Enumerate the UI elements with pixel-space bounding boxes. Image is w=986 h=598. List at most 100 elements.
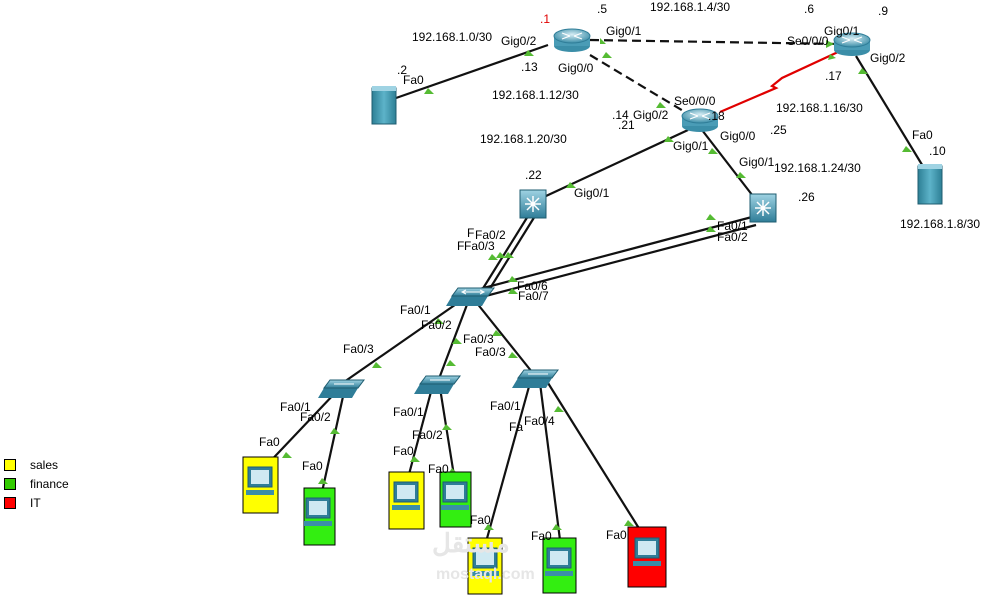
legend-label-sales: sales (30, 457, 59, 472)
legend-label-finance: finance (30, 476, 69, 491)
legend-swatch-it (4, 496, 16, 509)
link-ms1-core-a (481, 215, 529, 291)
router-r1[interactable] (553, 28, 591, 52)
label-r3-dot17: .17 (825, 69, 842, 83)
label-ms1-fa02: Fa0/2 (475, 228, 506, 242)
label-sw2-fa02: Fa0/2 (412, 428, 443, 442)
label-r1-gig02: Gig0/2 (501, 34, 537, 48)
label-net-1-24: 192.168.1.24/30 (774, 161, 861, 175)
label-cs-fa02: Fa0/2 (421, 318, 452, 332)
legend: sales finance IT (4, 455, 69, 512)
label-r3-dot9: .9 (878, 4, 888, 18)
link-core-sw2 (438, 301, 470, 377)
label-sw2-fa01: Fa0/1 (393, 405, 424, 419)
label-server2-fa0: Fa0 (912, 128, 933, 142)
legend-item-sales: sales (4, 455, 69, 474)
access-switch-3[interactable] (512, 369, 559, 388)
label-server1-dot: .2 (397, 63, 407, 77)
link-ms2-core-a (475, 215, 753, 292)
label-sw3-fa0x: Fa (509, 420, 523, 434)
pc-3-sales[interactable] (388, 471, 425, 530)
label-pc2-fa0: Fa0 (302, 459, 323, 473)
link-core-sw3 (475, 301, 533, 373)
link-sw3-pc6 (538, 382, 562, 541)
label-cs-fa03: Fa0/3 (463, 332, 494, 346)
label-r3-gig01: Gig0/1 (824, 24, 860, 38)
label-r2-dot21: .21 (618, 118, 635, 132)
access-switch-1[interactable] (318, 379, 365, 398)
label-ms1-fa0x: F (457, 239, 464, 253)
label-r3-gig02: Gig0/2 (870, 51, 906, 65)
router-r2[interactable] (681, 108, 719, 132)
pc-1-sales[interactable] (242, 456, 279, 514)
pc-2-finance[interactable] (303, 487, 336, 546)
pc-5-sales[interactable] (467, 537, 503, 595)
label-cs-fa07: Fa0/7 (518, 289, 549, 303)
label-ms2-fa01: Fa0/1 (717, 219, 748, 233)
server-2[interactable] (917, 164, 943, 205)
label-ms2-fa02: Fa0/2 (717, 230, 748, 244)
label-sw1-fa03: Fa0/3 (343, 342, 374, 356)
links (261, 38, 925, 543)
legend-swatch-sales (4, 458, 16, 471)
labels: .1 .5 192.168.1.4/30 .6 .9 192.168.1.0/3… (259, 0, 980, 543)
label-r2-dot25: .25 (770, 123, 787, 137)
label-net-1-0: 192.168.1.0/30 (412, 30, 492, 44)
label-pc1-fa0: Fa0 (259, 435, 280, 449)
pc-4-finance[interactable] (439, 471, 472, 528)
label-r1-id: .1 (540, 12, 550, 26)
link-r1-server1 (395, 43, 549, 100)
core-switch[interactable] (446, 287, 495, 306)
label-r1-gig01: Gig0/1 (606, 24, 642, 38)
legend-label-it: IT (30, 495, 41, 510)
pc-6-finance[interactable] (542, 537, 577, 594)
legend-item-finance: finance (4, 474, 69, 493)
link-r3-r2-serial (719, 51, 839, 114)
legend-swatch-finance (4, 477, 16, 490)
link-sw2-pc3 (406, 387, 434, 479)
access-switch-2[interactable] (414, 375, 461, 394)
label-sw2-fa03: Fa0/3 (475, 345, 506, 359)
label-ms1-fa01: F (467, 226, 474, 240)
label-sw1-fa01: Fa0/1 (280, 400, 311, 414)
link-sw1-pc2 (320, 391, 346, 493)
multilayer-switch-2[interactable] (749, 193, 777, 223)
label-r1-dot5: .5 (597, 2, 607, 16)
link-sw3-pc7 (547, 382, 641, 531)
link-sw3-pc5 (484, 382, 532, 543)
label-server2-dot10: .10 (929, 144, 946, 158)
label-r2-gig01: Gig0/1 (673, 139, 709, 153)
label-r2-gig00: Gig0/0 (720, 129, 756, 143)
router-r3[interactable] (833, 32, 871, 56)
label-net-1-16: 192.168.1.16/30 (776, 101, 863, 115)
link-core-sw1 (343, 299, 463, 383)
label-sw3-fa01: Fa0/1 (490, 399, 521, 413)
label-r1-dot13: .13 (521, 60, 538, 74)
label-sw1-fa02: Fa0/2 (300, 410, 331, 424)
label-pc3-fa0: Fa0 (393, 444, 414, 458)
label-ms1-dot22: .22 (525, 168, 542, 182)
label-r1-gig00: Gig0/0 (558, 61, 594, 75)
pc-7-it[interactable] (627, 526, 667, 588)
label-pc5-fa0: Fa0 (470, 513, 491, 527)
label-pc6-fa0: Fa0 (531, 529, 552, 543)
label-sw3-fa04: Fa0/4 (524, 414, 555, 428)
label-cs-fa01: Fa0/1 (400, 303, 431, 317)
port-indicators (282, 38, 912, 530)
label-ms1-fa03: Fa0/3 (464, 239, 495, 253)
link-r3-server2 (855, 55, 925, 169)
multilayer-switch-1[interactable] (519, 189, 547, 219)
label-ms2-dot26: .26 (798, 190, 815, 204)
link-ms2-core-b (477, 223, 757, 300)
link-r1-r2 (589, 54, 691, 116)
label-net-1-8: 192.168.1.8/30 (900, 217, 980, 231)
label-r2-se000: Se0/0/0 (674, 94, 716, 108)
legend-item-it: IT (4, 493, 69, 512)
label-r2-dot14: .14 (612, 108, 629, 122)
link-ms1-core-b (488, 215, 536, 291)
label-net-1-4: 192.168.1.4/30 (650, 0, 730, 14)
label-pc7-fa0: Fa0 (606, 528, 627, 542)
server-1[interactable] (371, 86, 397, 125)
label-r2-dot18: .18 (708, 109, 725, 123)
